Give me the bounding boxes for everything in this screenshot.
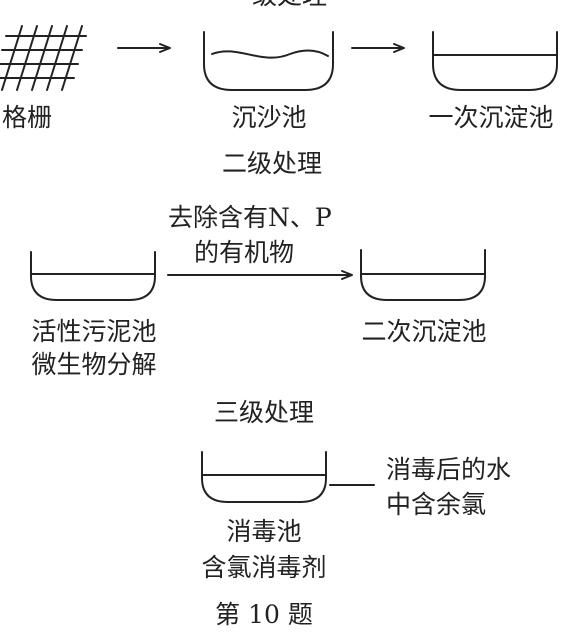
arrow-grit-to-primary — [351, 43, 405, 53]
output-note-line1: 消毒后的水 — [386, 455, 512, 484]
arrow-grille-to-grit — [117, 43, 171, 53]
output-note-line2: 中含余氯 — [386, 490, 487, 519]
secondary-heading: 二级处理 — [221, 149, 322, 178]
grit-chamber-label: 沉沙池 — [231, 103, 307, 132]
secondary-settling-tank — [360, 249, 486, 301]
disinfection-label-line2: 含氯消毒剂 — [201, 553, 327, 582]
grit-chamber-tank — [203, 31, 334, 91]
secondary-settling-label: 二次沉淀池 — [361, 317, 487, 346]
grille-label: 格栅 — [2, 103, 53, 132]
primary-heading: 一级处理 — [207, 0, 347, 11]
activated-sludge-label-line2: 微生物分解 — [31, 350, 157, 379]
disinfection-label-line1: 消毒池 — [226, 517, 302, 546]
arrow-note-line1: 去除含有N、P — [168, 203, 332, 232]
primary-settling-label: 一次沉淀池 — [428, 103, 554, 132]
arrow-sludge-to-secondary — [167, 270, 353, 280]
tertiary-heading: 三级处理 — [213, 398, 314, 427]
figure-caption: 第 10 题 — [215, 600, 313, 629]
arrow-note-line2: 的有机物 — [194, 238, 295, 267]
grille-icon — [0, 25, 87, 91]
activated-sludge-tank — [30, 251, 156, 301]
activated-sludge-label-line1: 活性污泥池 — [31, 317, 157, 346]
disinfection-tank — [201, 451, 327, 503]
primary-settling-tank — [432, 31, 558, 91]
